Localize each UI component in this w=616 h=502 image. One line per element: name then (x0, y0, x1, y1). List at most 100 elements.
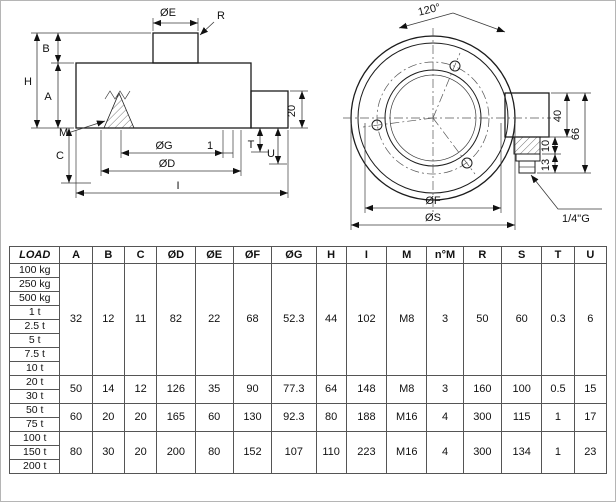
column-header-s: S (501, 246, 543, 264)
dim-label-h: H (24, 76, 32, 88)
dimension-value: 60 (194, 403, 234, 432)
column-header-r: R (462, 246, 503, 264)
dimension-value: 44 (315, 263, 347, 376)
dimension-value: 110 (315, 431, 347, 474)
column-header-nm: n°M (426, 246, 464, 264)
dimension-value: 80 (59, 431, 93, 474)
dimension-value: 107 (271, 431, 317, 474)
drawing-svg: ØE R B H (24, 2, 602, 230)
dim-label-og: ØG (155, 140, 172, 152)
dimension-value: 134 (501, 431, 543, 474)
dim-label-thread: 1/4"G (562, 213, 590, 225)
dimension-value: 50 (59, 375, 93, 404)
dimension-value: 14 (91, 375, 125, 404)
load-label: 50 t (8, 403, 61, 418)
load-label: 1 t (8, 305, 61, 320)
dim-label-120deg: 120° (417, 2, 442, 19)
dim-od: ØD (100, 130, 242, 176)
dimension-value: 20 (91, 403, 125, 432)
dimension-value: 60 (501, 263, 543, 376)
dimension-value: 3 (426, 375, 464, 404)
dimension-value: 20 (123, 403, 158, 432)
load-label: 7.5 t (8, 347, 61, 362)
dimension-value: 130 (232, 403, 273, 432)
dimension-value: 3 (426, 263, 464, 376)
dimension-value: 82 (156, 263, 196, 376)
dimension-value: M8 (386, 263, 428, 376)
dimension-value: 80 (315, 403, 347, 432)
dim-20: 20 (286, 90, 308, 129)
dimension-value: 15 (573, 375, 608, 404)
side-view-body (75, 32, 289, 129)
dim-10: 10 (540, 136, 561, 155)
load-label: 2.5 t (8, 319, 61, 334)
load-label: 5 t (8, 333, 61, 348)
dim-label-oe: ØE (160, 7, 176, 19)
dim-label-os: ØS (425, 212, 441, 224)
dim-label-of: ØF (425, 195, 441, 207)
dim-thread: 1/4"G (530, 174, 602, 225)
column-header-load: LOAD (8, 246, 61, 264)
dimension-value: 12 (91, 263, 125, 376)
dimension-value: 165 (156, 403, 196, 432)
dim-13: 13 (537, 154, 561, 174)
dimension-value: 148 (345, 375, 388, 404)
dim-120deg: 120° (398, 2, 506, 33)
column-header-h: H (315, 246, 347, 264)
dim-i: I (75, 130, 289, 198)
dim-66: 66 (561, 92, 591, 174)
dim-u: U (267, 128, 287, 165)
dimension-value: 52.3 (271, 263, 317, 376)
dimension-value: 100 (501, 375, 543, 404)
dimension-value: 200 (156, 431, 196, 474)
dimension-value: 0.5 (541, 375, 575, 404)
dimension-value: 32 (59, 263, 93, 376)
dimension-value: 300 (462, 431, 503, 474)
dim-label-r: R (217, 10, 225, 22)
dimension-value: 223 (345, 431, 388, 474)
dim-label-40: 40 (552, 110, 564, 122)
dimension-value: 11 (123, 263, 158, 376)
load-label: 500 kg (8, 291, 61, 306)
dim-label-10: 10 (540, 140, 552, 152)
load-label: 100 kg (8, 263, 61, 278)
load-label: 20 t (8, 375, 61, 390)
dim-og: ØG 1 (120, 130, 234, 158)
dimension-value: 23 (573, 431, 608, 474)
dimension-value: 102 (345, 263, 388, 376)
dim-b: B (31, 32, 151, 64)
dim-m: M (59, 120, 106, 139)
table-row: 200 t (8, 459, 607, 474)
side-view: ØE R B H (24, 7, 308, 198)
dimension-value: 1 (541, 403, 575, 432)
column-header-m: M (386, 246, 428, 264)
dim-label-66: 66 (570, 128, 582, 140)
column-header-a: A (59, 246, 93, 264)
column-header-t: T (541, 246, 575, 264)
top-view: 120° 10 13 40 (343, 2, 602, 230)
column-header-b: B (91, 246, 125, 264)
dimension-value: M16 (386, 431, 428, 474)
dimension-value: 64 (315, 375, 347, 404)
dimension-value: 300 (462, 403, 503, 432)
dimension-value: 77.3 (271, 375, 317, 404)
dim-of: ØF (364, 123, 502, 213)
load-label: 250 kg (8, 277, 61, 292)
dim-os: ØS (350, 123, 516, 230)
dim-label-i: I (176, 180, 179, 192)
load-label: 75 t (8, 417, 61, 432)
dimension-value: 115 (501, 403, 543, 432)
dim-label-b: B (42, 43, 49, 55)
dim-label-20: 20 (286, 105, 298, 117)
dim-label-od: ØD (159, 158, 176, 170)
dimension-value: 1 (541, 431, 575, 474)
dimension-value: 12 (123, 375, 158, 404)
dimension-value: 20 (123, 431, 158, 474)
